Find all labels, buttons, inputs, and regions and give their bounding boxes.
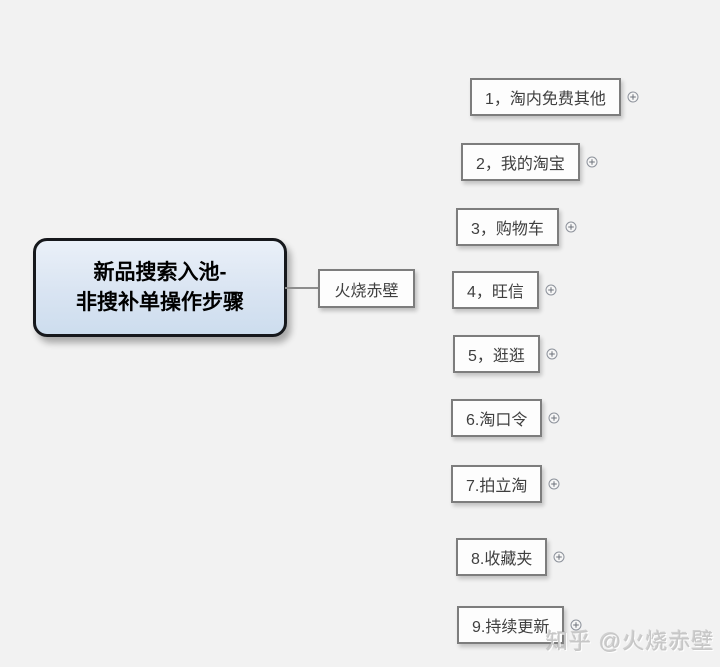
expand-icon[interactable] [570, 619, 582, 631]
expand-icon[interactable] [548, 478, 560, 490]
subtopic-label: 8.收藏夹 [471, 551, 533, 568]
subtopic-label: 1，淘内免费其他 [485, 91, 606, 108]
subtopic-row: 1，淘内免费其他 [470, 78, 639, 116]
root-topic-node[interactable]: 新品搜索入池- 非搜补单操作步骤 [33, 238, 287, 337]
subtopic-box-1[interactable]: 1，淘内免费其他 [470, 78, 621, 116]
subtopic-row: 5，逛逛 [453, 335, 558, 373]
subtopic-row: 4，旺信 [452, 271, 557, 309]
expand-icon[interactable] [586, 156, 598, 168]
subtopic-label: 2，我的淘宝 [476, 156, 565, 173]
subtopic-box-3[interactable]: 3，购物车 [456, 208, 559, 246]
subtopic-box-2[interactable]: 2，我的淘宝 [461, 143, 580, 181]
expand-icon[interactable] [545, 284, 557, 296]
subtopic-row: 9.持续更新 [457, 606, 582, 644]
subtopic-box-4[interactable]: 4，旺信 [452, 271, 539, 309]
subtopic-label: 7.拍立淘 [466, 478, 528, 495]
subtopic-box-6[interactable]: 6.淘口令 [451, 399, 543, 437]
subtopic-box-8[interactable]: 8.收藏夹 [456, 538, 548, 576]
expand-icon[interactable] [553, 551, 565, 563]
subtopic-row: 8.收藏夹 [456, 538, 565, 576]
branch-node[interactable]: 火烧赤壁 [318, 269, 415, 308]
subtopic-box-9[interactable]: 9.持续更新 [457, 606, 565, 644]
subtopic-box-5[interactable]: 5，逛逛 [453, 335, 540, 373]
subtopic-label: 3，购物车 [471, 221, 544, 238]
subtopic-row: 3，购物车 [456, 208, 577, 246]
expand-icon[interactable] [548, 412, 560, 424]
subtopic-row: 2，我的淘宝 [461, 143, 598, 181]
expand-icon[interactable] [565, 221, 577, 233]
branch-node-label: 火烧赤壁 [334, 282, 399, 300]
branch-connector-line [285, 287, 319, 289]
root-topic-title-line1: 新品搜索入池- [93, 260, 227, 284]
subtopic-label: 9.持续更新 [472, 619, 550, 636]
subtopic-label: 6.淘口令 [466, 412, 528, 429]
subtopic-box-7[interactable]: 7.拍立淘 [451, 465, 543, 503]
subtopic-row: 6.淘口令 [451, 399, 560, 437]
subtopic-row: 7.拍立淘 [451, 465, 560, 503]
subtopic-label: 5，逛逛 [468, 348, 525, 365]
expand-icon[interactable] [627, 91, 639, 103]
expand-icon[interactable] [546, 348, 558, 360]
subtopic-label: 4，旺信 [467, 284, 524, 301]
root-topic-title-line2: 非搜补单操作步骤 [76, 290, 244, 314]
